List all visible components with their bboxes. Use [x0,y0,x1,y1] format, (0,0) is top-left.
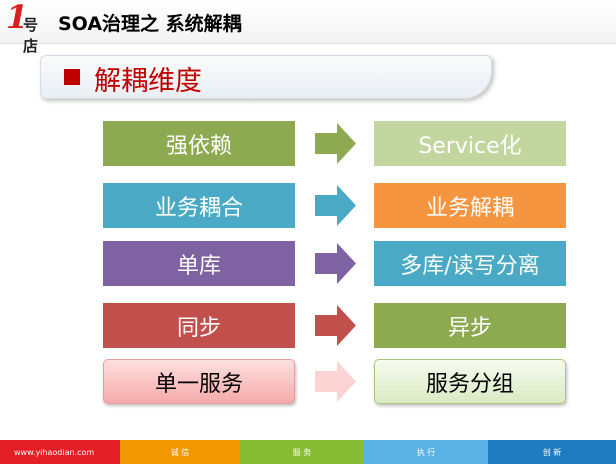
footer-value-text: 执 行 [416,447,436,457]
from-box-label: 单库 [176,253,221,279]
footer-value-text: 创 新 [542,447,562,457]
from-box-single-db: 单库 [103,241,295,286]
footer-bar: www.yihaodian.com 诚 信 服 务 执 行 创 新 [0,440,616,464]
right-arrow-icon [315,359,356,404]
right-arrow-icon [315,183,356,228]
from-box-sync: 同步 [103,303,295,348]
from-box-label: 单一服务 [154,371,243,397]
to-box-service-grouping: 服务分组 [374,359,566,404]
footer-value-innovation: 创 新 [488,440,616,464]
footer-value-execution: 执 行 [364,440,488,464]
to-box-business-decoupling: 业务解耦 [374,183,566,228]
company-logo: 1 号店 [6,0,50,55]
from-box-business-coupling: 业务耦合 [103,183,295,228]
to-box-label: 多库/读写分离 [400,253,540,279]
to-box-label: 服务分组 [425,371,514,397]
from-box-label: 同步 [176,315,221,341]
right-arrow-icon [315,241,356,286]
to-box-service: Service化 [374,121,566,166]
footer-value-integrity: 诚 信 [120,440,240,464]
right-arrow-icon [315,303,356,348]
to-box-async: 异步 [374,303,566,348]
to-box-multi-db: 多库/读写分离 [374,241,566,286]
square-bullet-icon [64,69,80,85]
logo-text: 号店 [23,16,38,55]
logo-digit: 1 [6,0,29,36]
right-arrow-icon [315,121,356,166]
from-box-strong-dependency: 强依赖 [103,121,295,166]
footer-url-text: www.yihaodian.com [14,447,95,457]
to-box-label: 业务解耦 [425,195,514,221]
slide-header: 1 号店 SOA治理之 系统解耦 [0,0,616,55]
from-box-single-service: 单一服务 [103,359,295,404]
to-box-label: 异步 [447,315,492,341]
to-box-label: Service化 [418,133,522,159]
page-title: SOA治理之 系统解耦 [58,13,242,35]
footer-value-text: 服 务 [292,447,312,457]
from-box-label: 业务耦合 [154,195,243,221]
section-banner: 解耦维度 [40,55,492,99]
footer-value-service: 服 务 [240,440,364,464]
section-title: 解耦维度 [94,66,202,97]
from-box-label: 强依赖 [165,133,232,159]
footer-url: www.yihaodian.com [0,440,120,464]
footer-value-text: 诚 信 [170,447,190,457]
